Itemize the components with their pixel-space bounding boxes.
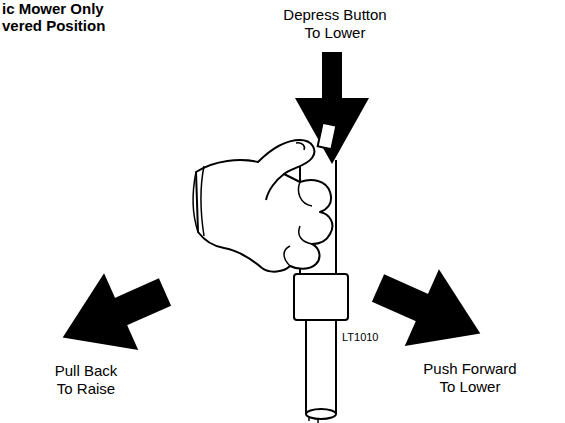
instruction-label: Push Forward To Lower [417,360,523,396]
figure-number: LT1010 [342,328,379,346]
lever [294,123,348,423]
instruction-label: Depress Button To Lower [277,6,393,42]
heading-fragment: vered Position [2,17,105,35]
lower-arrow [361,250,497,372]
heading-fragment: ic Mower Only [2,0,104,18]
raise-arrow [46,254,182,376]
instruction-label: Pull Back To Raise [47,362,125,398]
hand [193,140,332,272]
